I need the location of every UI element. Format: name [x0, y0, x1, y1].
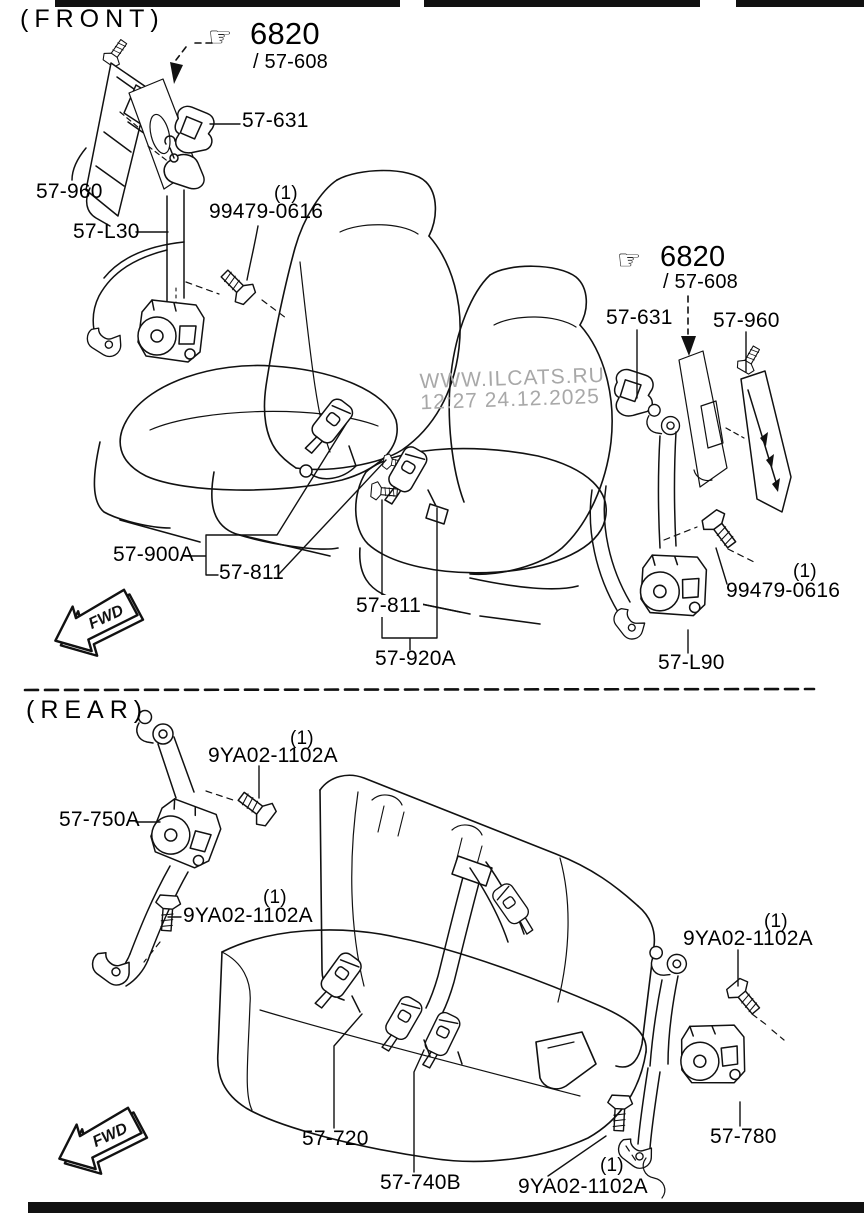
front-belt-57-L90-drawing — [589, 403, 711, 642]
top-border-bar — [55, 0, 864, 7]
part-label-57-631-left: 57-631 — [242, 109, 309, 132]
sash-guide-left-drawing — [163, 135, 205, 190]
rear-section-title: (REAR) — [26, 696, 149, 724]
pointing-hand-icon: ☞ — [208, 22, 233, 52]
part-label-57-L90: 57-L90 — [658, 651, 725, 674]
part-label-57-608-left: / 57-608 — [253, 51, 328, 73]
part-label-57-L30: 57-L30 — [73, 220, 140, 243]
part-label-9YA02-1102A-center: 9YA02-1102A — [518, 1175, 648, 1198]
section-divider — [23, 687, 816, 692]
part-label-57-720: 57-720 — [302, 1127, 369, 1150]
callout-arrow-6820-left — [170, 42, 213, 84]
part-label-57-608-right: / 57-608 — [663, 271, 738, 293]
rear-bolt-center-drawing — [605, 1094, 639, 1165]
qty-label-99479-right: (1) — [793, 561, 817, 582]
rear-belt-57-750A-drawing — [90, 709, 226, 989]
part-label-9YA02-1102A-upper: 9YA02-1102A — [208, 744, 338, 767]
rear-center-belt-drawing — [425, 855, 541, 1015]
front-right-pillar-trim-drawing — [678, 350, 745, 488]
part-label-57-920A: 57-920A — [375, 647, 456, 670]
anchor-bolt-99479-right-drawing — [663, 506, 755, 563]
rear-bolt-upper-drawing — [205, 785, 280, 830]
part-label-9YA02-1102A-lower: 9YA02-1102A — [183, 904, 313, 927]
front-left-seat-drawing — [93, 169, 461, 557]
belt-clip-57-631-left-drawing — [171, 104, 218, 157]
watermark: WWW.ILCATS.RU 12:27 24.12.2025 — [419, 364, 606, 414]
front-belt-57-L30-drawing — [85, 189, 205, 363]
front-buckle-set-drawing — [298, 395, 449, 525]
qty-label-9ya02-center: (1) — [600, 1155, 624, 1176]
part-label-9YA02-1102A-right: 9YA02-1102A — [683, 927, 813, 950]
rear-leader-lines — [135, 765, 741, 1177]
part-label-99479-0616-right: 99479-0616 — [726, 579, 841, 602]
part-label-6820-left: 6820 — [250, 16, 320, 51]
bottom-border-bar — [28, 1202, 864, 1213]
part-label-6820-right: 6820 — [660, 241, 726, 273]
part-label-57-811-a: 57-811 — [219, 561, 285, 584]
part-label-57-740B: 57-740B — [380, 1171, 461, 1194]
front-leader-lines — [135, 123, 747, 654]
part-label-57-780: 57-780 — [710, 1125, 777, 1148]
callout-arrow-6820-right — [681, 295, 696, 356]
qty-label-9ya02-lower: (1) — [263, 887, 287, 908]
part-label-57-960-left: 57-960 — [36, 180, 103, 203]
qty-label-99479-left: (1) — [274, 183, 298, 204]
rear-belt-57-780-drawing — [617, 939, 751, 1199]
part-label-57-960-right: 57-960 — [713, 309, 780, 332]
qty-label-9ya02-right: (1) — [764, 911, 788, 932]
qty-label-9ya02-upper: (1) — [290, 728, 314, 749]
anchor-bolt-99479-left-drawing — [185, 264, 287, 319]
pointing-hand-icon: ☞ — [617, 245, 642, 275]
part-label-57-900A: 57-900A — [113, 543, 194, 566]
part-label-57-750A: 57-750A — [59, 808, 140, 831]
rear-bolt-right-drawing — [723, 975, 785, 1041]
part-label-99479-0616-left: 99479-0616 — [209, 200, 324, 223]
part-label-57-631-right: 57-631 — [606, 306, 673, 329]
rear-buckle-57-740B-drawing — [374, 993, 464, 1073]
part-label-57-811-b: 57-811 — [354, 594, 424, 618]
adjuster-57-960-right-drawing — [734, 342, 792, 513]
front-section-title: (FRONT) — [20, 5, 165, 33]
rear-buckle-57-720-drawing — [307, 949, 365, 1014]
rear-bench-seat-drawing — [216, 774, 656, 1163]
